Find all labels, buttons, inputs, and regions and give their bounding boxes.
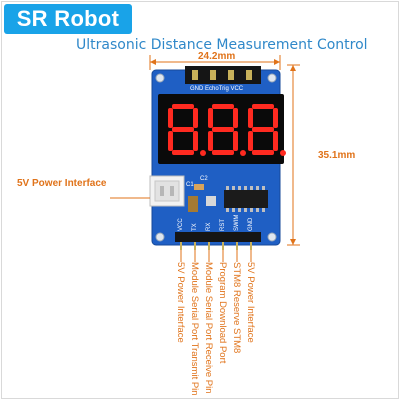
pin-desc-swim: STM8 Reserve STM8 <box>231 262 242 354</box>
page-title: Ultrasonic Distance Measurement Control <box>76 37 368 53</box>
top-pin-header <box>185 66 261 84</box>
height-dimension-label: 35.1mm <box>318 150 356 161</box>
pin-desc-gnd: 5V Power Interface <box>245 262 256 343</box>
pin-desc-vcc: 5V Power Interface <box>175 262 186 343</box>
pin-label-rx: RX <box>206 222 212 231</box>
power-interface-callout: 5V Power Interface <box>17 178 107 189</box>
top-header-label: GND EchoTrig VCC <box>190 86 244 92</box>
width-dimension-label: 24.2mm <box>198 51 236 62</box>
brand-logo: SR Robot <box>4 4 132 34</box>
bottom-pin-header <box>175 232 261 242</box>
capacitor-c2-label: C2 <box>200 176 208 182</box>
pin-desc-rst: Program Download Port <box>217 262 228 364</box>
mount-hole <box>155 232 165 242</box>
dimension-arrow-up <box>290 65 296 71</box>
capacitor-c1 <box>188 196 198 212</box>
pin-label-tx: TX <box>192 223 198 231</box>
pin-label-gnd: GND <box>248 217 254 231</box>
pin-label-rst: RST <box>220 219 226 231</box>
pin-desc-tx: Module Serial Port Transmit Pin <box>189 262 200 396</box>
dimension-arrow-left <box>150 59 156 65</box>
mcu-chip <box>224 190 268 208</box>
dimension-arrow-down <box>290 239 296 245</box>
dimension-guides <box>149 55 300 246</box>
capacitor-c2 <box>194 184 204 190</box>
pin-label-vcc: VCC <box>178 218 184 231</box>
dimension-arrow-right <box>274 59 280 65</box>
mount-hole <box>267 232 277 242</box>
pin-label-swim: SWIM <box>234 214 240 231</box>
capacitor-c1-label: C1 <box>186 182 194 188</box>
mount-hole <box>155 73 165 83</box>
pin-desc-rx: Module Serial Port Receive Pin <box>203 262 214 394</box>
mount-hole <box>267 73 277 83</box>
